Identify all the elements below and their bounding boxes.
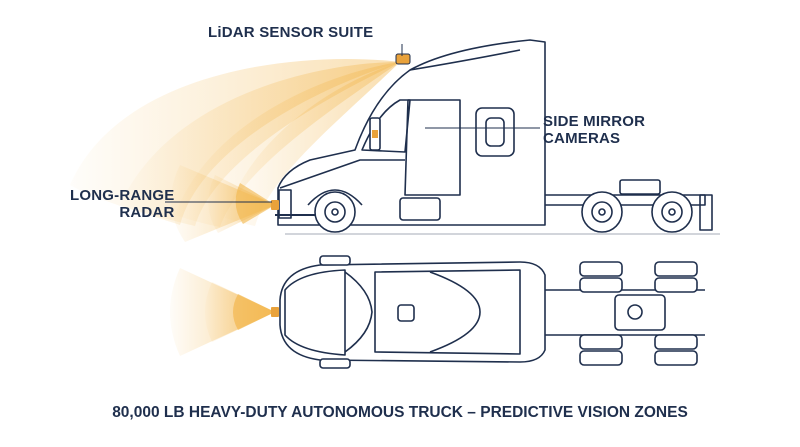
top-cab-outline [279,261,546,363]
top-front-tire-right [319,358,351,369]
lidar-label: LiDAR SENSOR SUITE [208,24,373,41]
top-tire-1 [579,261,623,277]
rear-wheel-1-hub [591,201,613,223]
diagram-caption: 80,000 LB HEAVY-DUTY AUTONOMOUS TRUCK – … [112,404,688,421]
mirror-camera-icon [372,130,378,138]
top-windshield [344,271,373,353]
top-front-tire-left [319,255,351,266]
fifth-wheel [619,179,661,195]
truck-side-view [275,39,713,233]
front-wheel [314,191,356,233]
mudflap [699,194,713,231]
top-roof-hatch [397,304,415,322]
top-tire-4 [654,277,698,293]
sleeper-window-inner [485,117,505,147]
top-roof [374,269,521,355]
top-tire-8 [654,350,698,366]
top-roof-fairing [429,271,481,353]
radar-label-line1: LONG-RANGE [70,187,175,204]
top-tire-7 [654,334,698,350]
radar-label-line2: RADAR [119,204,175,221]
lidar-sensor-icon [395,53,411,65]
top-tire-6 [579,350,623,366]
callout-lines [165,44,540,203]
top-tire-2 [579,277,623,293]
front-wheel-cap [331,208,339,216]
rear-wheel-1 [581,191,623,233]
lidar-label-text: LiDAR SENSOR SUITE [208,24,374,41]
radar-cone-inner [235,183,275,224]
fuel-tank [399,197,441,221]
top-kingpin [627,304,643,320]
top-tire-3 [654,261,698,277]
top-fifth-wheel [614,294,666,331]
top-hood [284,269,346,356]
rear-wheel-2-cap [668,208,676,216]
mirror-label-line2: CAMERAS [543,130,621,147]
lidar-arc-4 [225,62,400,226]
rear-wheel-1-cap [598,208,606,216]
radar-coverage-zones [171,165,275,242]
top-radar-coverage-zones [170,268,275,356]
truck-top-view [279,255,705,369]
mirror-label-line1: SIDE MIRROR [543,113,646,130]
front-wheel-hub [324,201,346,223]
top-radar-sensor-icon [271,307,279,317]
top-radar-cone-inner [233,294,275,330]
mirror-label: SIDE MIRROR CAMERAS [543,113,645,147]
rear-wheel-2 [651,191,693,233]
sleeper-window [475,107,515,157]
radar-sensor-icon [271,200,279,210]
hood [279,159,405,189]
chassis-rail [545,194,706,206]
roof-fairing [409,49,521,71]
top-tire-5 [579,334,623,350]
rear-wheel-2-hub [661,201,683,223]
cab-door [404,99,461,196]
radar-label: LONG-RANGE RADAR [70,187,175,221]
cab-outline [277,39,546,226]
front-fender [307,189,363,206]
